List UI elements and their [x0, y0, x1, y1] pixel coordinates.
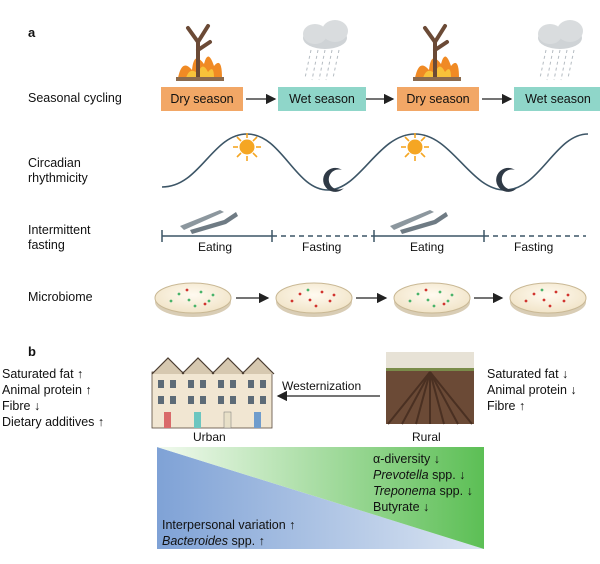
label-fasting: Fasting [514, 240, 554, 254]
fork-knife-icon [180, 210, 238, 234]
season-box-wet: Wet season [514, 87, 600, 111]
panel-b-label: b [28, 344, 36, 359]
urban-microbiome-item: Bacteroides spp. ↑ [162, 534, 265, 548]
fork-knife-icon [390, 210, 448, 234]
rural-field-icon [386, 352, 474, 425]
row-label-circadian-1: Circadian [28, 156, 81, 170]
rural-diet-item: Fibre ↑ [487, 399, 526, 413]
panel-a-label: a [28, 25, 36, 40]
rural-microbiome-item: Prevotella spp. ↓ [373, 468, 466, 482]
rural-microbiome-item: α-diversity ↓ [373, 452, 440, 466]
rain-cloud-icon [538, 20, 583, 81]
row-label-fasting-1: Intermittent [28, 223, 91, 237]
circadian-wave [161, 133, 589, 191]
rain-cloud-icon [303, 20, 348, 81]
burning-tree-icon [413, 24, 461, 81]
rural-microbiome-item: Butyrate ↓ [373, 500, 430, 514]
rural-microbiome-item: Treponema spp. ↓ [373, 484, 473, 498]
season-box-dry: Dry season [161, 87, 243, 111]
label-fasting: Fasting [302, 240, 342, 254]
petri-dish-icon [509, 282, 587, 317]
burning-tree-icon [176, 24, 224, 81]
urban-caption: Urban [193, 430, 226, 444]
season-box-dry: Dry season [397, 87, 479, 111]
row-label-seasonal-cycling: Seasonal cycling [28, 91, 122, 105]
moon-icon [323, 167, 344, 192]
label-eating: Eating [410, 240, 445, 254]
urban-diet-list: Saturated fat ↑ Animal protein ↑ Fibre ↓… [2, 366, 104, 430]
sun-icon [233, 133, 261, 161]
rural-diet-item: Saturated fat ↓ [487, 367, 569, 381]
rural-gradient-wedge [157, 447, 484, 549]
row-label-circadian-2: rhythmicity [28, 171, 88, 185]
rural-diet-list: Saturated fat ↓ Animal protein ↓ Fibre ↑ [487, 366, 577, 414]
urban-diet-item: Animal protein ↑ [2, 383, 92, 397]
urban-diet-item: Dietary additives ↑ [2, 415, 105, 429]
moon-icon [496, 167, 517, 192]
urban-microbiome-list: Interpersonal variation ↑ Bacteroides sp… [162, 517, 295, 549]
westernization-label: Westernization [282, 379, 362, 393]
urban-houses-icon [151, 357, 275, 429]
urban-microbiome-item: Interpersonal variation ↑ [162, 518, 296, 532]
rural-diet-item: Animal protein ↓ [487, 383, 577, 397]
petri-dish-icon [393, 282, 471, 317]
urban-diet-item: Saturated fat ↑ [2, 367, 84, 381]
fasting-timeline [161, 230, 586, 242]
season-box-wet: Wet season [278, 87, 366, 111]
row-label-fasting-2: fasting [28, 238, 65, 252]
rural-microbiome-list: α-diversity ↓ Prevotella spp. ↓ Treponem… [373, 451, 473, 515]
petri-dish-icon [275, 282, 353, 317]
petri-dish-icon [154, 282, 232, 317]
label-eating: Eating [198, 240, 233, 254]
urban-diet-item: Fibre ↓ [2, 399, 41, 413]
row-label-microbiome: Microbiome [28, 290, 93, 304]
rural-caption: Rural [412, 430, 441, 444]
sun-icon [401, 133, 429, 161]
